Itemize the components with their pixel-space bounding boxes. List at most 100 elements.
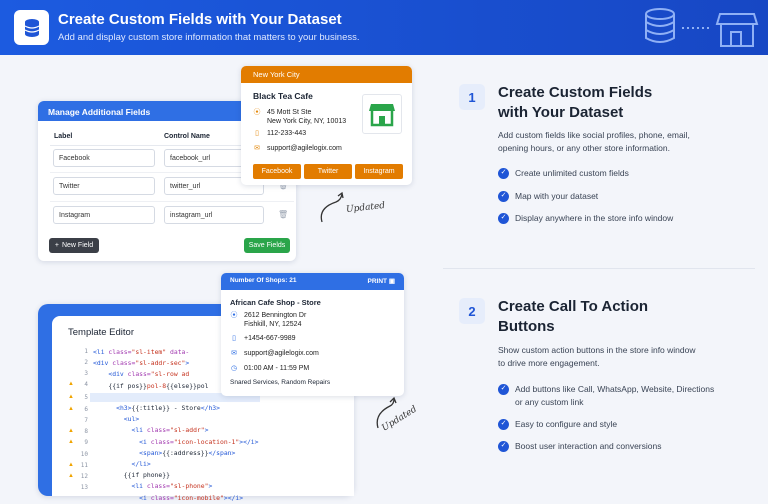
section1-title-line2: with Your Dataset [498, 104, 624, 122]
manage-fields-panel: Manage Additional Fields Label Control N… [38, 101, 296, 261]
delete-icon[interactable]: 🗑 [278, 181, 289, 190]
section1-desc-line1: Add custom fields like social profiles, … [498, 130, 690, 140]
shop-phone: ▯ +1454-667-9989 [230, 334, 296, 343]
warning-icon: ▲ [68, 394, 74, 400]
step-number-badge: 1 [459, 84, 485, 110]
row-divider [50, 172, 294, 173]
phone-text: 112-233-443 [267, 130, 307, 137]
shops-card-header: Number Of Shops: 21 PRINT ▣ [221, 273, 404, 290]
field-control-input[interactable]: instagram_url [164, 206, 264, 224]
banner-title: Create Custom Fields with Your Dataset [58, 11, 342, 28]
shop-name: African Cafe Shop - Store [230, 298, 321, 307]
email-text: support@agilelogix.com [267, 145, 342, 152]
banner-subtitle: Add and display custom store information… [58, 32, 360, 43]
mail-icon: ✉ [254, 145, 260, 152]
feature-bullet: ✓Display anywhere in the store info wind… [498, 212, 673, 225]
field-control-input[interactable]: twitter_url [164, 177, 264, 195]
store-card-header: New York City [241, 66, 412, 83]
email-text: support@agilelogix.com [244, 350, 319, 357]
store-card-city: New York City [253, 70, 300, 79]
database-to-store-icon [645, 8, 759, 47]
panel-header: Manage Additional Fields [38, 101, 296, 121]
mail-icon: ✉ [231, 350, 237, 357]
section2-desc-line2: to drive more engagement. [498, 358, 600, 369]
bullet-text: Easy to configure and style [515, 419, 618, 429]
line-number: 8 [84, 428, 88, 435]
facebook-button[interactable]: Facebook [253, 164, 301, 179]
bullet-text: Display anywhere in the store info windo… [515, 213, 674, 223]
top-banner: Create Custom Fields with Your Dataset A… [0, 0, 768, 55]
feature-bullet: ✓ Boost user interaction and conversions [498, 440, 661, 453]
address-line-1: 45 Mott St Ste [267, 109, 312, 116]
line-number: 4 [84, 381, 88, 388]
shop-email: ✉ support@agilelogix.com [230, 349, 319, 358]
warning-icon: ▲ [68, 473, 74, 479]
phone-icon: ▯ [255, 130, 259, 137]
line-number: 2 [84, 359, 88, 366]
line-number: 3 [84, 370, 88, 377]
line-number: 5 [84, 394, 88, 401]
col-control-header: Control Name [164, 133, 210, 140]
plus-icon: + [54, 242, 59, 249]
warning-icon: ▲ [68, 406, 74, 412]
hours-text: 01:00 AM - 11:59 PM [244, 365, 310, 372]
printer-icon: ▣ [388, 278, 395, 285]
section2-title: Create Call To Action Buttons [498, 297, 648, 338]
print-label: PRINT [367, 278, 388, 285]
instagram-button[interactable]: Instagram [355, 164, 403, 179]
warning-icon: ▲ [68, 428, 74, 434]
updated-label: Updated [345, 200, 386, 216]
save-fields-button[interactable]: Save Fields [244, 238, 290, 253]
section1-title-line1: Create Custom Fields [498, 84, 653, 101]
check-icon: ✓ [498, 419, 509, 430]
section1-desc-line2: opening hours, or any other store inform… [498, 143, 670, 154]
shop-categories: Snared Services, Random Repairs [230, 379, 331, 386]
check-icon: ✓ [498, 384, 509, 395]
section-divider [443, 268, 755, 269]
feature-bullet: ✓Create unlimited custom fields [498, 167, 629, 180]
code-content: <li class="sl-item" data- <div class="sl… [93, 348, 259, 502]
panel-header-title: Manage Additional Fields [48, 107, 151, 117]
new-field-label: New Field [61, 242, 94, 249]
editor-title: Template Editor [68, 327, 135, 338]
twitter-button[interactable]: Twitter [304, 164, 352, 179]
bullet-text: Boost user interaction and conversions [515, 441, 662, 451]
field-label-input[interactable]: Facebook [53, 149, 155, 167]
section2-title-line1: Create Call To Action [498, 298, 649, 315]
address-line-2: Fishkill, NY, 12524 [244, 321, 302, 329]
col-label-header: Label [54, 133, 73, 140]
phone-icon: ▯ [232, 335, 236, 342]
warning-icon: ▲ [68, 381, 74, 387]
line-number: 1 [84, 348, 88, 355]
curved-arrow-icon [376, 396, 397, 429]
line-number: 11 [80, 462, 88, 469]
phone-text: +1454-667-9989 [244, 335, 296, 342]
new-field-button[interactable]: +New Field [49, 238, 99, 253]
location-pin-icon: ⦿ [253, 109, 261, 116]
store-info-card: New York City Black Tea Cafe ⦿ 45 Mott S… [241, 66, 412, 185]
print-button[interactable]: PRINT ▣ [368, 277, 395, 286]
feature-bullet: ✓ Easy to configure and style [498, 418, 617, 431]
line-number: 13 [80, 484, 88, 491]
store-thumbnail [362, 94, 402, 134]
delete-icon[interactable]: 🗑 [278, 210, 289, 219]
bullet-text-line2: or any custom link [515, 396, 584, 407]
address-line-1: 2612 Bennington Dr [244, 312, 307, 319]
line-number: 10 [80, 451, 88, 458]
feature-bullet: ✓Map with your dataset [498, 190, 598, 203]
check-icon: ✓ [498, 191, 509, 202]
line-number: 9 [84, 439, 88, 446]
section2-description: Show custom action buttons in the store … [498, 344, 696, 370]
warning-icon: ▲ [68, 462, 74, 468]
field-label-input[interactable]: Twitter [53, 177, 155, 195]
curved-arrow-icon [320, 191, 344, 223]
store-email: ✉ support@agilelogix.com [253, 144, 342, 153]
address-line-2: New York City, NY, 10013 [267, 118, 347, 126]
shops-count: Number Of Shops: 21 [230, 277, 297, 284]
check-icon: ✓ [498, 441, 509, 452]
field-label-input[interactable]: Instagram [53, 206, 155, 224]
shop-hours: ◷ 01:00 AM - 11:59 PM [230, 364, 309, 373]
clock-icon: ◷ [230, 365, 238, 372]
